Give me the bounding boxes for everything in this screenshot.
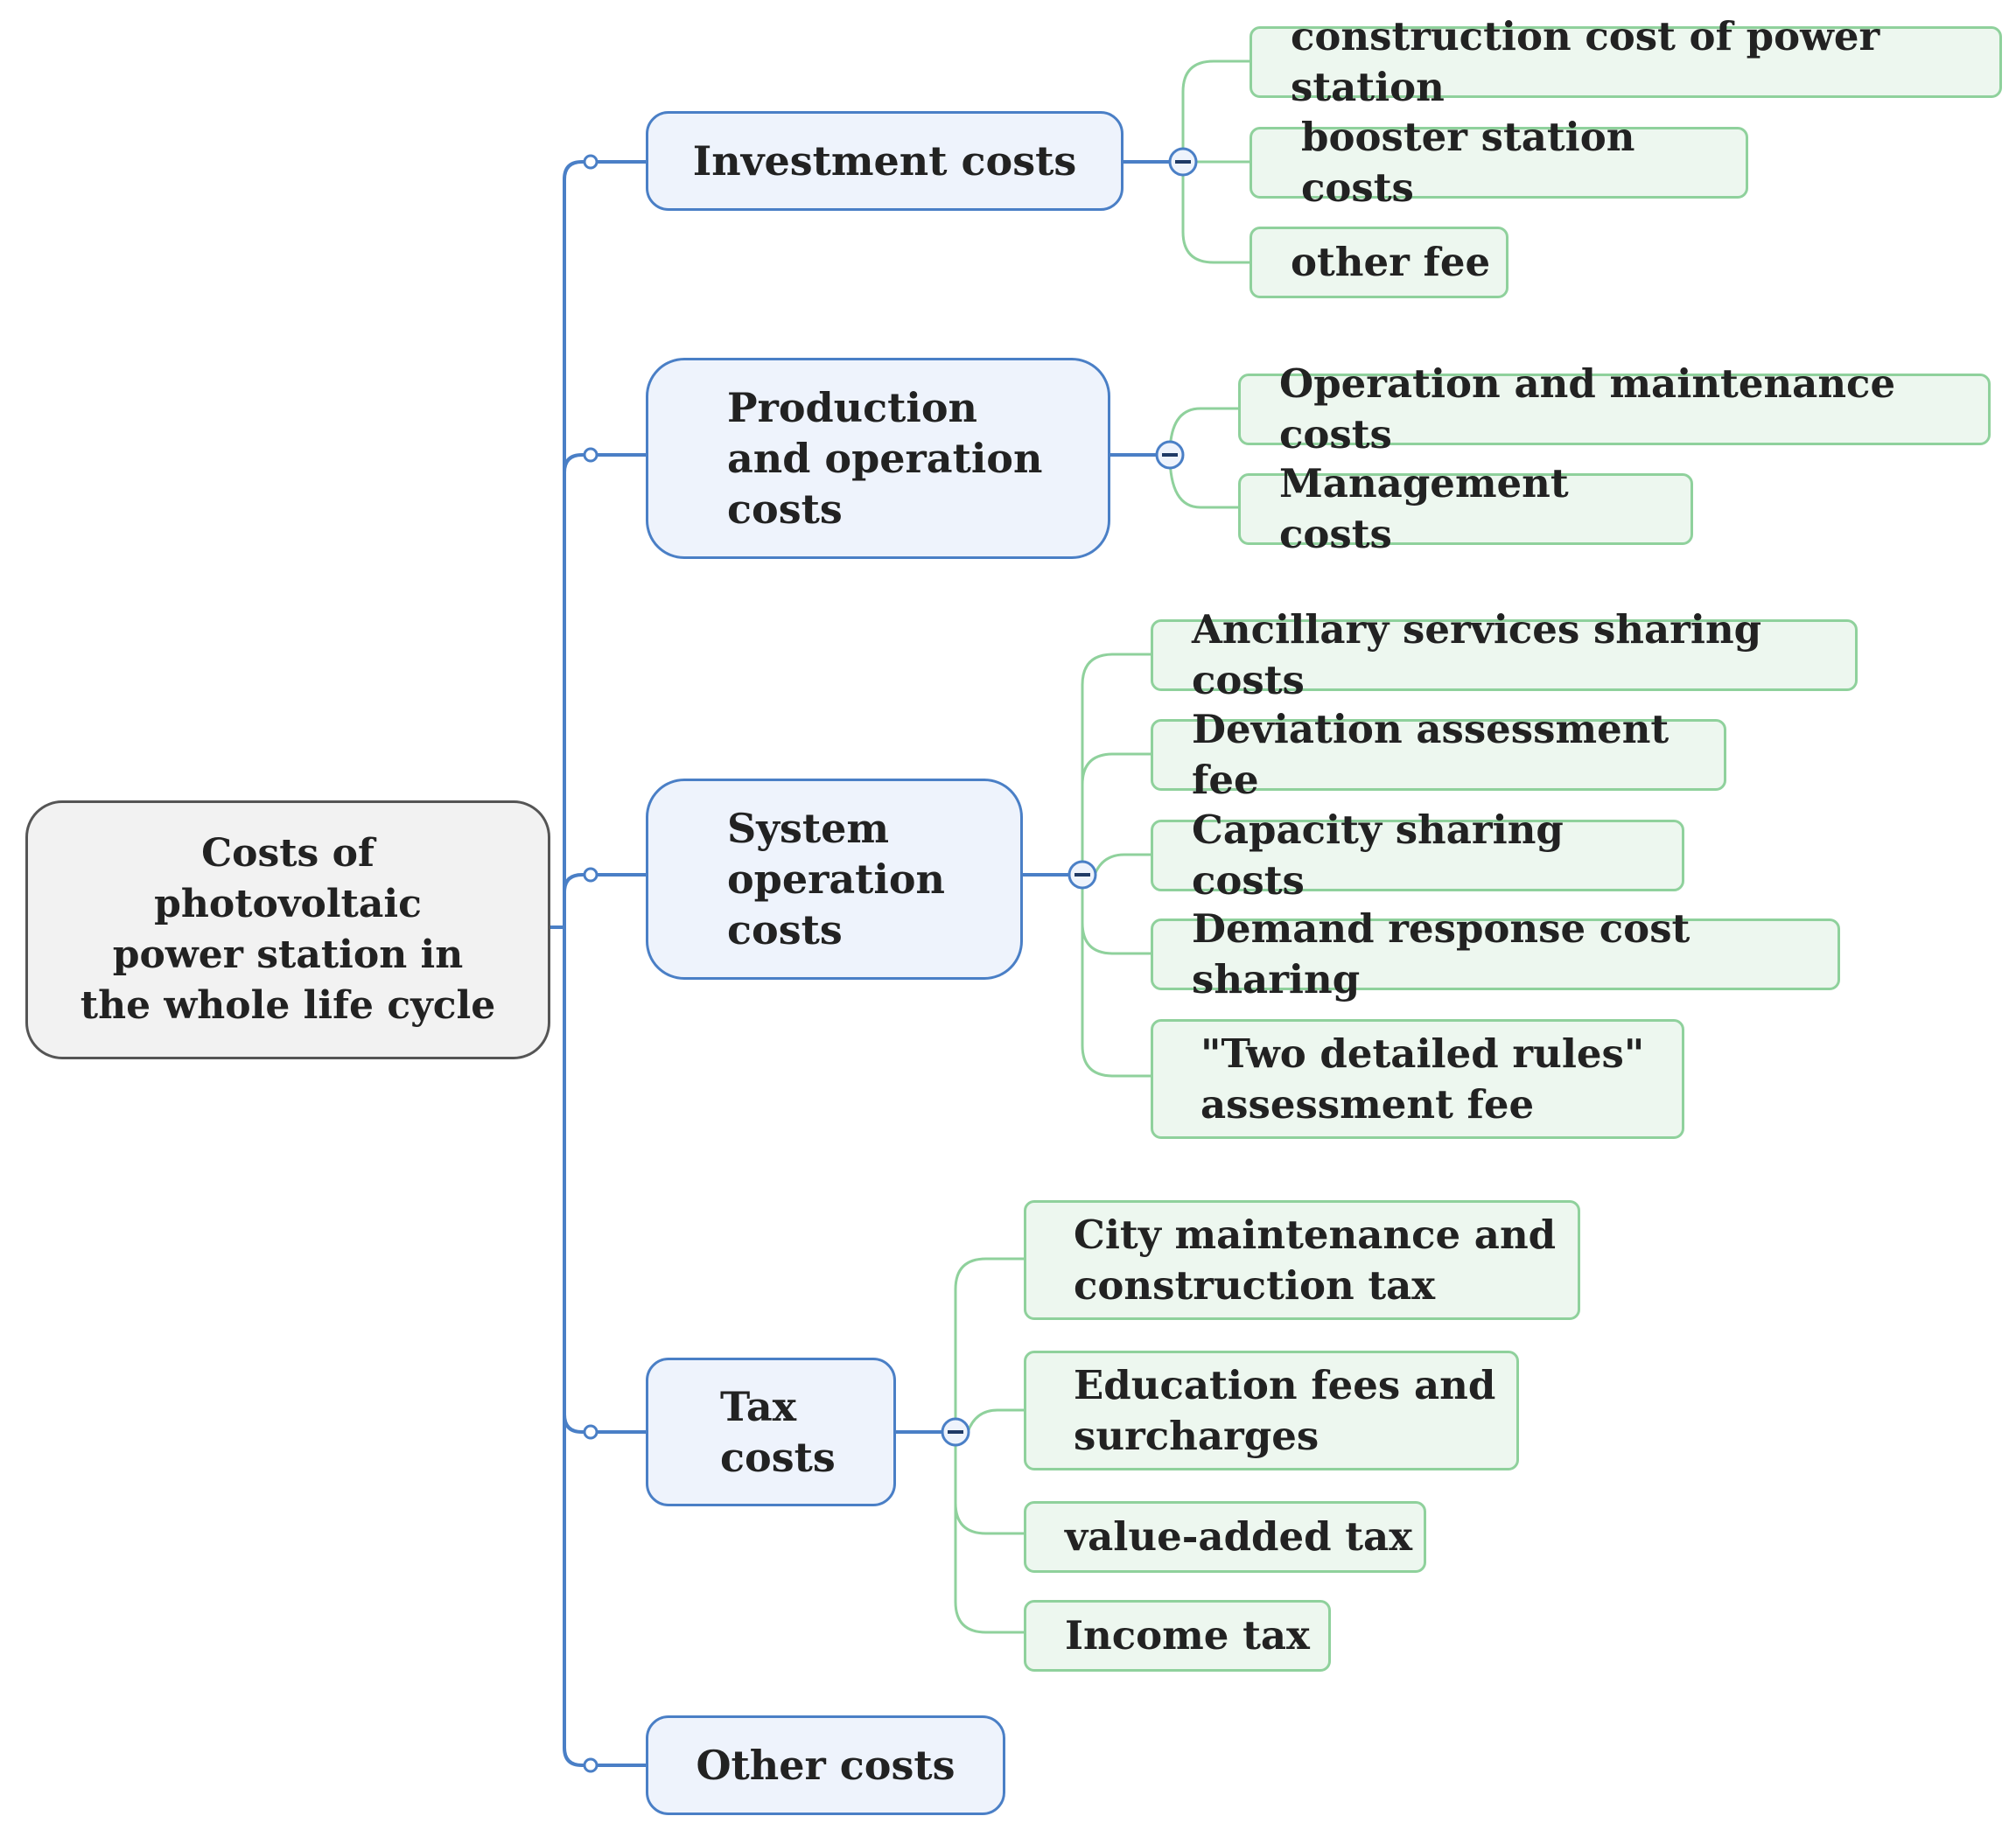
- collapse-minus-icon: [1168, 147, 1198, 177]
- leaf-label: other fee: [1291, 239, 1491, 285]
- root-topic[interactable]: Costs of photovoltaic power station in t…: [25, 800, 550, 1059]
- leaf-label: City maintenance and construction tax: [1074, 1211, 1557, 1309]
- leaf-label: Operation and maintenance costs: [1279, 360, 1896, 458]
- collapse-minus-icon: [1068, 860, 1097, 890]
- leaf-demand-response[interactable]: Demand response cost sharing: [1151, 905, 1840, 1002]
- branch-node-dot: [583, 1757, 598, 1773]
- branch-investment-costs[interactable]: Investment costs: [646, 111, 1124, 211]
- collapse-toggles: [941, 147, 1198, 1447]
- branch-node-dot: [583, 447, 598, 463]
- leaf-label: value-added tax: [1065, 1513, 1413, 1560]
- branch-connector-system: [563, 873, 646, 893]
- branch-system-operation-costs[interactable]: System operation costs: [646, 779, 1023, 980]
- leaf-education-fees[interactable]: Education fees and surcharges: [1024, 1351, 1519, 1470]
- root-topic-label: Costs of photovoltaic power station in t…: [80, 831, 496, 1028]
- leaf-ancillary-services[interactable]: Ancillary services sharing costs: [1151, 606, 1858, 703]
- leaf-two-detailed-rules[interactable]: "Two detailed rules" assessment fee: [1151, 1019, 1684, 1139]
- leaf-label: booster station costs: [1301, 114, 1635, 211]
- leaf-other-fee[interactable]: other fee: [1250, 227, 1508, 298]
- branch-label: Production and operation costs: [727, 384, 1043, 533]
- leaf-label: Demand response cost sharing: [1192, 905, 1690, 1002]
- branch-connector-tax: [563, 1414, 646, 1434]
- leaf-label: Ancillary services sharing costs: [1192, 606, 1762, 703]
- leaf-income-tax[interactable]: Income tax: [1024, 1600, 1331, 1672]
- leaf-booster-station-costs[interactable]: booster station costs: [1250, 114, 1748, 211]
- branch-label: Other costs: [696, 1742, 956, 1789]
- trunk-line: [563, 160, 583, 1767]
- collapse-minus-icon: [941, 1417, 970, 1447]
- leaf-label: construction cost of power station: [1291, 13, 1880, 110]
- branch-connector-production: [563, 453, 646, 473]
- branch-node-dot: [583, 154, 598, 170]
- branch-node-dot: [583, 1424, 598, 1440]
- leaf-label: Management costs: [1279, 460, 1569, 557]
- branch-label: System operation costs: [727, 805, 946, 953]
- branch-label: Investment costs: [692, 137, 1077, 185]
- leaf-label: Capacity sharing costs: [1192, 807, 1564, 904]
- branch-node-dot: [583, 867, 598, 883]
- leaf-label: Education fees and surcharges: [1074, 1361, 1496, 1459]
- leaf-label: Income tax: [1065, 1612, 1310, 1659]
- leaf-label: Deviation assessment fee: [1192, 706, 1670, 803]
- branch-other-costs[interactable]: Other costs: [646, 1715, 1005, 1815]
- branch-label: Tax costs: [720, 1383, 836, 1481]
- collapse-minus-icon: [1155, 440, 1185, 470]
- leaf-city-maintenance-tax[interactable]: City maintenance and construction tax: [1024, 1200, 1580, 1320]
- leaf-management-costs[interactable]: Management costs: [1238, 460, 1693, 557]
- leaf-capacity-sharing-costs[interactable]: Capacity sharing costs: [1151, 807, 1684, 904]
- leaf-operation-maintenance-costs[interactable]: Operation and maintenance costs: [1238, 360, 1991, 458]
- leaf-deviation-assessment-fee[interactable]: Deviation assessment fee: [1151, 706, 1726, 803]
- leaf-value-added-tax[interactable]: value-added tax: [1024, 1501, 1426, 1573]
- leaf-label: "Two detailed rules" assessment fee: [1200, 1030, 1645, 1128]
- branch-tax-costs[interactable]: Tax costs: [646, 1358, 896, 1506]
- branch-production-operation-costs[interactable]: Production and operation costs: [646, 358, 1110, 559]
- leaf-construction-cost[interactable]: construction cost of power station: [1250, 13, 2002, 110]
